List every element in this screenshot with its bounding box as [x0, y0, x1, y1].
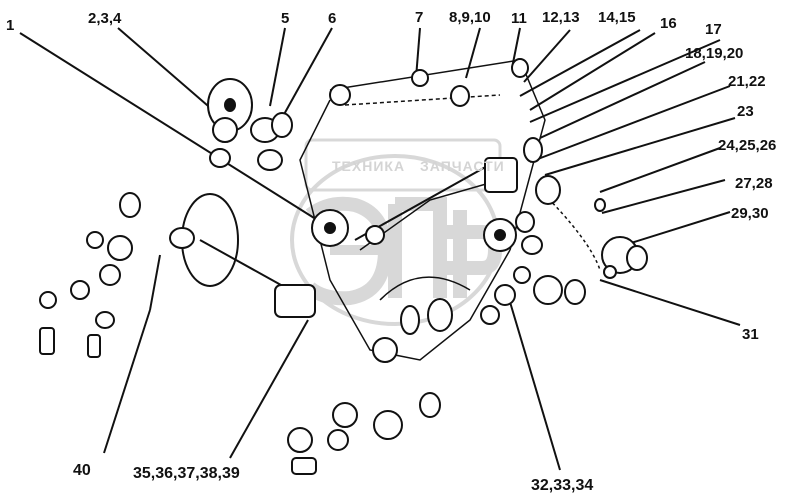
watermark-logo [290, 138, 503, 326]
callout-label-7: 7 [415, 9, 424, 26]
callout-label-40: 40 [73, 462, 91, 479]
callout-label-5: 5 [281, 10, 290, 27]
callout-label-11: 11 [511, 10, 527, 27]
callout-label-27-28: 27,28 [735, 175, 773, 192]
callout-label-29-30: 29,30 [731, 205, 769, 222]
leader-lines [19, 27, 741, 471]
parts [39, 58, 648, 475]
callout-label-17: 17 [705, 21, 722, 38]
callout-label-14-15: 14,15 [598, 9, 636, 26]
callout-label-2-4: 2,3,4 [88, 10, 122, 27]
callout-label-12-13: 12,13 [542, 9, 580, 26]
watermark-text-right: ЗАПЧАСТИ [420, 158, 505, 174]
callout-label-23: 23 [737, 103, 754, 120]
callout-label-6: 6 [328, 10, 337, 27]
callout-label-8-10: 8,9,10 [449, 9, 491, 26]
callout-label-16: 16 [660, 15, 677, 32]
callout-label-1: 1 [6, 17, 15, 34]
callout-label-32-34: 32,33,34 [531, 477, 594, 494]
callout-label-35-39: 35,36,37,38,39 [133, 465, 240, 482]
callout-label-18-20: 18,19,20 [685, 45, 744, 62]
watermark-text-left: ТЕХНИКА [332, 158, 406, 174]
callout-label-24-26: 24,25,26 [718, 137, 777, 154]
callout-label-21-22: 21,22 [728, 73, 766, 90]
callout-label-31: 31 [742, 326, 759, 343]
